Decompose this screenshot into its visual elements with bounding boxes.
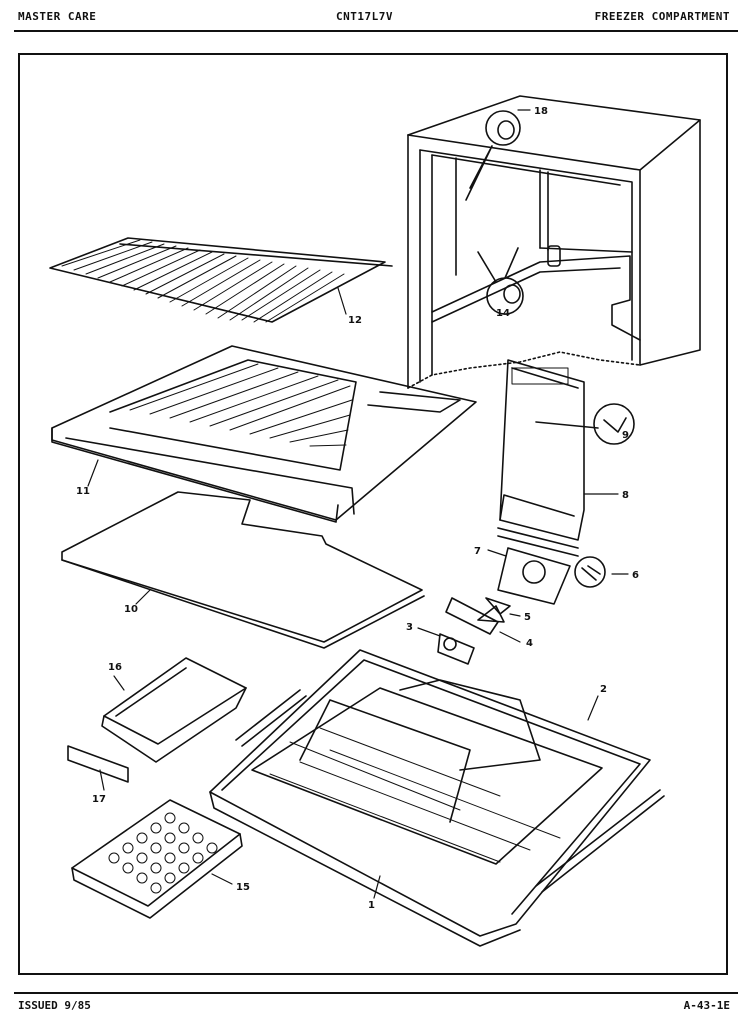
- header-section: FREEZER COMPARTMENT: [594, 10, 730, 23]
- label-part-16: 16: [108, 662, 122, 673]
- label-part-14: 14: [496, 308, 510, 319]
- label-part-5: 5: [524, 612, 531, 623]
- label-part-8: 8: [622, 490, 629, 501]
- label-part-11: 11: [76, 486, 90, 497]
- part-9-detail-circle: [593, 403, 635, 445]
- header-brand: MASTER CARE: [18, 10, 97, 23]
- ice-pan: [101, 657, 247, 763]
- footer-rule: [14, 992, 738, 994]
- header-rule: [14, 30, 738, 32]
- footer-page-code: A-43-1E: [683, 999, 730, 1012]
- label-part-12: 12: [348, 315, 362, 326]
- header-model: CNT17L7V: [336, 10, 393, 23]
- evaporator-cover: [497, 359, 635, 557]
- leader-lines: [87, 109, 629, 899]
- wire-shelf: [49, 237, 393, 323]
- part-6-detail-circle: [574, 556, 606, 588]
- label-part-7: 7: [474, 546, 481, 557]
- diagram-frame: [18, 53, 728, 975]
- freezer-liner: [209, 649, 665, 947]
- label-part-4: 4: [526, 638, 533, 649]
- label-part-18: 18: [534, 106, 548, 117]
- label-part-10: 10: [124, 604, 138, 615]
- label-part-9: 9: [622, 430, 629, 441]
- label-part-3: 3: [406, 622, 413, 633]
- label-part-17: 17: [92, 794, 106, 805]
- part-18-detail-circle: [485, 110, 521, 146]
- ice-cube-tray: [71, 799, 243, 919]
- insulation-panel: [61, 491, 425, 649]
- freezer-cabinet: [407, 95, 701, 389]
- label-part-2: 2: [600, 684, 607, 695]
- label-part-1: 1: [368, 900, 375, 911]
- label-part-6: 6: [632, 570, 639, 581]
- freezer-shelf: [51, 345, 477, 523]
- fan-assembly: [437, 547, 606, 665]
- footer-issue-date: ISSUED 9/85: [18, 999, 91, 1012]
- label-part-15: 15: [236, 882, 250, 893]
- shelf-trim: [67, 745, 129, 783]
